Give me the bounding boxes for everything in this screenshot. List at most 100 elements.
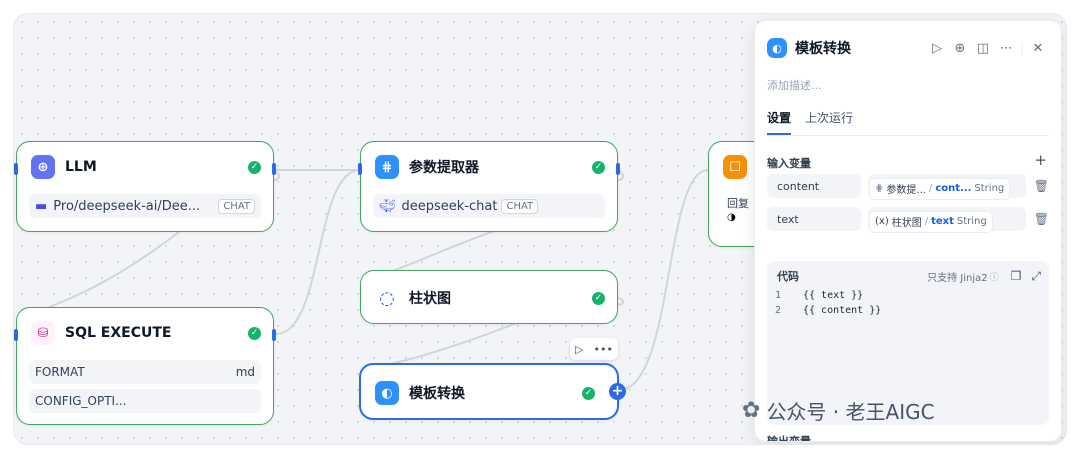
llm-icon: ⊕ <box>31 155 55 179</box>
edge-template-answer[interactable] <box>618 169 709 391</box>
edge-llm-sql[interactable] <box>41 231 180 311</box>
check-icon: ✓ <box>592 160 605 174</box>
more-icon[interactable]: ⋯ <box>999 40 1013 56</box>
code-line: 2 {{ content }} <box>767 305 1049 320</box>
deepseek-whale-icon: 🐳︎ <box>379 198 396 214</box>
param-key: FORMAT <box>35 365 85 379</box>
sql-param-config: CONFIG_OPTI... <box>29 389 261 413</box>
node-llm[interactable]: ⊕ LLM ✓ ▬ Pro/deepseek-ai/Dee... CHAT <box>14 141 276 232</box>
panel-tabs: 设置 上次运行 <box>767 109 1049 136</box>
var-name-field[interactable]: content <box>767 174 861 198</box>
var-type: String <box>974 183 1005 194</box>
target-icon[interactable]: ⊕ <box>954 40 966 56</box>
close-icon[interactable]: ✕ <box>1032 40 1044 56</box>
input-handle[interactable] <box>14 329 18 341</box>
var-name-field[interactable]: text <box>767 207 861 231</box>
model-name: Pro/deepseek-ai/Dee... <box>53 198 201 214</box>
node-template-transform[interactable]: ◐ 模板转换 ✓ <box>359 363 619 420</box>
grid-icon: ⋕ <box>375 155 399 179</box>
var-sep: / <box>928 183 933 194</box>
code-editor[interactable]: 代码 只支持 Jinja2 ⓘ ❐ ⤢ 1 {{ text }} 2 {{ co… <box>767 261 1049 425</box>
run-icon[interactable]: ▷ <box>932 40 942 56</box>
help-icon[interactable]: ⓘ <box>989 272 999 283</box>
panel-title[interactable]: 模板转换 <box>795 41 851 57</box>
database-icon: ⛁ <box>31 321 55 345</box>
play-icon[interactable]: ▷ <box>575 342 584 356</box>
node-sql-title: SQL EXECUTE <box>65 325 172 341</box>
watermark-text: 公众号 · 老王AIGC <box>766 400 935 424</box>
var-type: String <box>956 216 987 227</box>
answer-label: 回复 <box>727 197 749 210</box>
answer-icon: ☐ <box>723 155 747 179</box>
model-name: deepseek-chat <box>401 198 498 214</box>
answer-var-icon: ◑ <box>727 212 736 223</box>
book-icon[interactable]: ◫ <box>976 40 990 56</box>
edge-chart-template[interactable] <box>381 321 520 367</box>
node-settings-panel: ◐ 模板转换 ▷ ⊕ ◫ ⋯ | ✕ 添加描述... 设置 上次运行 输入变量 … <box>754 20 1062 442</box>
code-text[interactable]: {{ content }} <box>803 305 882 316</box>
var-source: 柱状图 <box>891 218 922 229</box>
trash-icon[interactable]: 🗑︎ <box>1033 179 1049 193</box>
wechat-icon: ✿ <box>742 398 761 423</box>
node-param-header: ⋕ 参数提取器 ✓ <box>375 154 605 180</box>
template-icon: ◐ <box>375 381 399 405</box>
sql-param-format: FORMAT md <box>29 360 261 384</box>
check-icon: ✓ <box>248 326 261 340</box>
template-icon: ◐ <box>767 38 787 58</box>
node-bar-chart[interactable]: ◌ 柱状图 ✓ <box>360 270 618 324</box>
code-label: 代码 <box>777 270 799 283</box>
model-selector[interactable]: ▬ Pro/deepseek-ai/Dee... CHAT <box>29 194 261 218</box>
check-icon: ✓ <box>582 386 595 400</box>
check-icon: ✓ <box>248 160 261 174</box>
panel-header: ◐ 模板转换 ▷ ⊕ ◫ ⋯ | ✕ <box>767 37 1049 59</box>
param-key: CONFIG_OPTI... <box>35 394 127 408</box>
code-text[interactable]: {{ text }} <box>803 290 864 301</box>
node-sql-header: ⛁ SQL EXECUTE ✓ <box>31 320 261 346</box>
param-value: md <box>235 365 255 379</box>
copy-icon[interactable]: ❐ <box>1010 269 1022 283</box>
check-icon: ✓ <box>592 291 605 305</box>
var-ref-tag: ⋕ 参数提... / cont... String <box>870 178 1010 199</box>
code-line: 1 {{ text }} <box>767 290 1049 305</box>
description-input[interactable]: 添加描述... <box>767 79 822 92</box>
chat-badge: CHAT <box>501 198 539 214</box>
model-provider-icon: ▬ <box>35 198 48 214</box>
chat-badge: CHAT <box>218 198 255 214</box>
node-param-extractor[interactable]: ⋕ 参数提取器 ✓ 🐳︎ deepseek-chat CHAT <box>358 141 620 232</box>
output-vars-label: 输出变量 <box>767 435 811 442</box>
variable-icon: (x) <box>875 216 889 227</box>
output-handle[interactable] <box>272 329 276 341</box>
tab-last-run[interactable]: 上次运行 <box>805 111 854 125</box>
node-llm-title: LLM <box>65 159 97 175</box>
add-node-plus-icon[interactable]: + <box>609 383 626 400</box>
node-answer-header: ☐ <box>723 154 815 180</box>
edge-param-chart[interactable] <box>383 230 495 275</box>
tab-settings[interactable]: 设置 <box>767 109 792 135</box>
input-handle[interactable] <box>358 163 362 175</box>
node-llm-header: ⊕ LLM ✓ <box>31 154 261 180</box>
node-sql-execute[interactable]: ⛁ SQL EXECUTE ✓ FORMAT md CONFIG_OPTI... <box>14 307 276 425</box>
output-handle[interactable] <box>272 163 276 175</box>
node-template-header: ◐ 模板转换 ✓ <box>375 380 605 406</box>
workflow-canvas[interactable]: ⊕ LLM ✓ ▬ Pro/deepseek-ai/Dee... CHAT ⋕ … <box>14 14 1066 444</box>
output-handle[interactable] <box>616 163 620 175</box>
var-key: cont... <box>935 183 972 194</box>
trash-icon[interactable]: 🗑︎ <box>1033 212 1049 226</box>
node-chart-header: ◌ 柱状图 ✓ <box>375 285 605 311</box>
add-var-icon[interactable]: + <box>1034 151 1047 169</box>
expand-icon[interactable]: ⤢ <box>1031 268 1041 283</box>
var-reference-picker[interactable]: (x) 柱状图 / text String <box>868 207 1026 232</box>
var-key: text <box>931 216 954 227</box>
var-ref-tag: (x) 柱状图 / text String <box>870 211 992 232</box>
edge-sql-param[interactable] <box>275 169 361 335</box>
divider: | <box>1019 40 1025 56</box>
node-chart-title: 柱状图 <box>409 291 451 307</box>
grid-icon: ⋕ <box>875 183 884 194</box>
input-handle[interactable] <box>14 163 18 175</box>
var-reference-picker[interactable]: ⋕ 参数提... / cont... String <box>868 174 1026 199</box>
node-hover-toolbar: ▷ ••• <box>570 338 618 360</box>
var-source: 参数提... <box>886 185 926 196</box>
model-selector[interactable]: 🐳︎ deepseek-chat CHAT <box>373 194 605 218</box>
more-icon[interactable]: ••• <box>593 342 613 356</box>
chart-tool-icon: ◌ <box>379 287 395 309</box>
